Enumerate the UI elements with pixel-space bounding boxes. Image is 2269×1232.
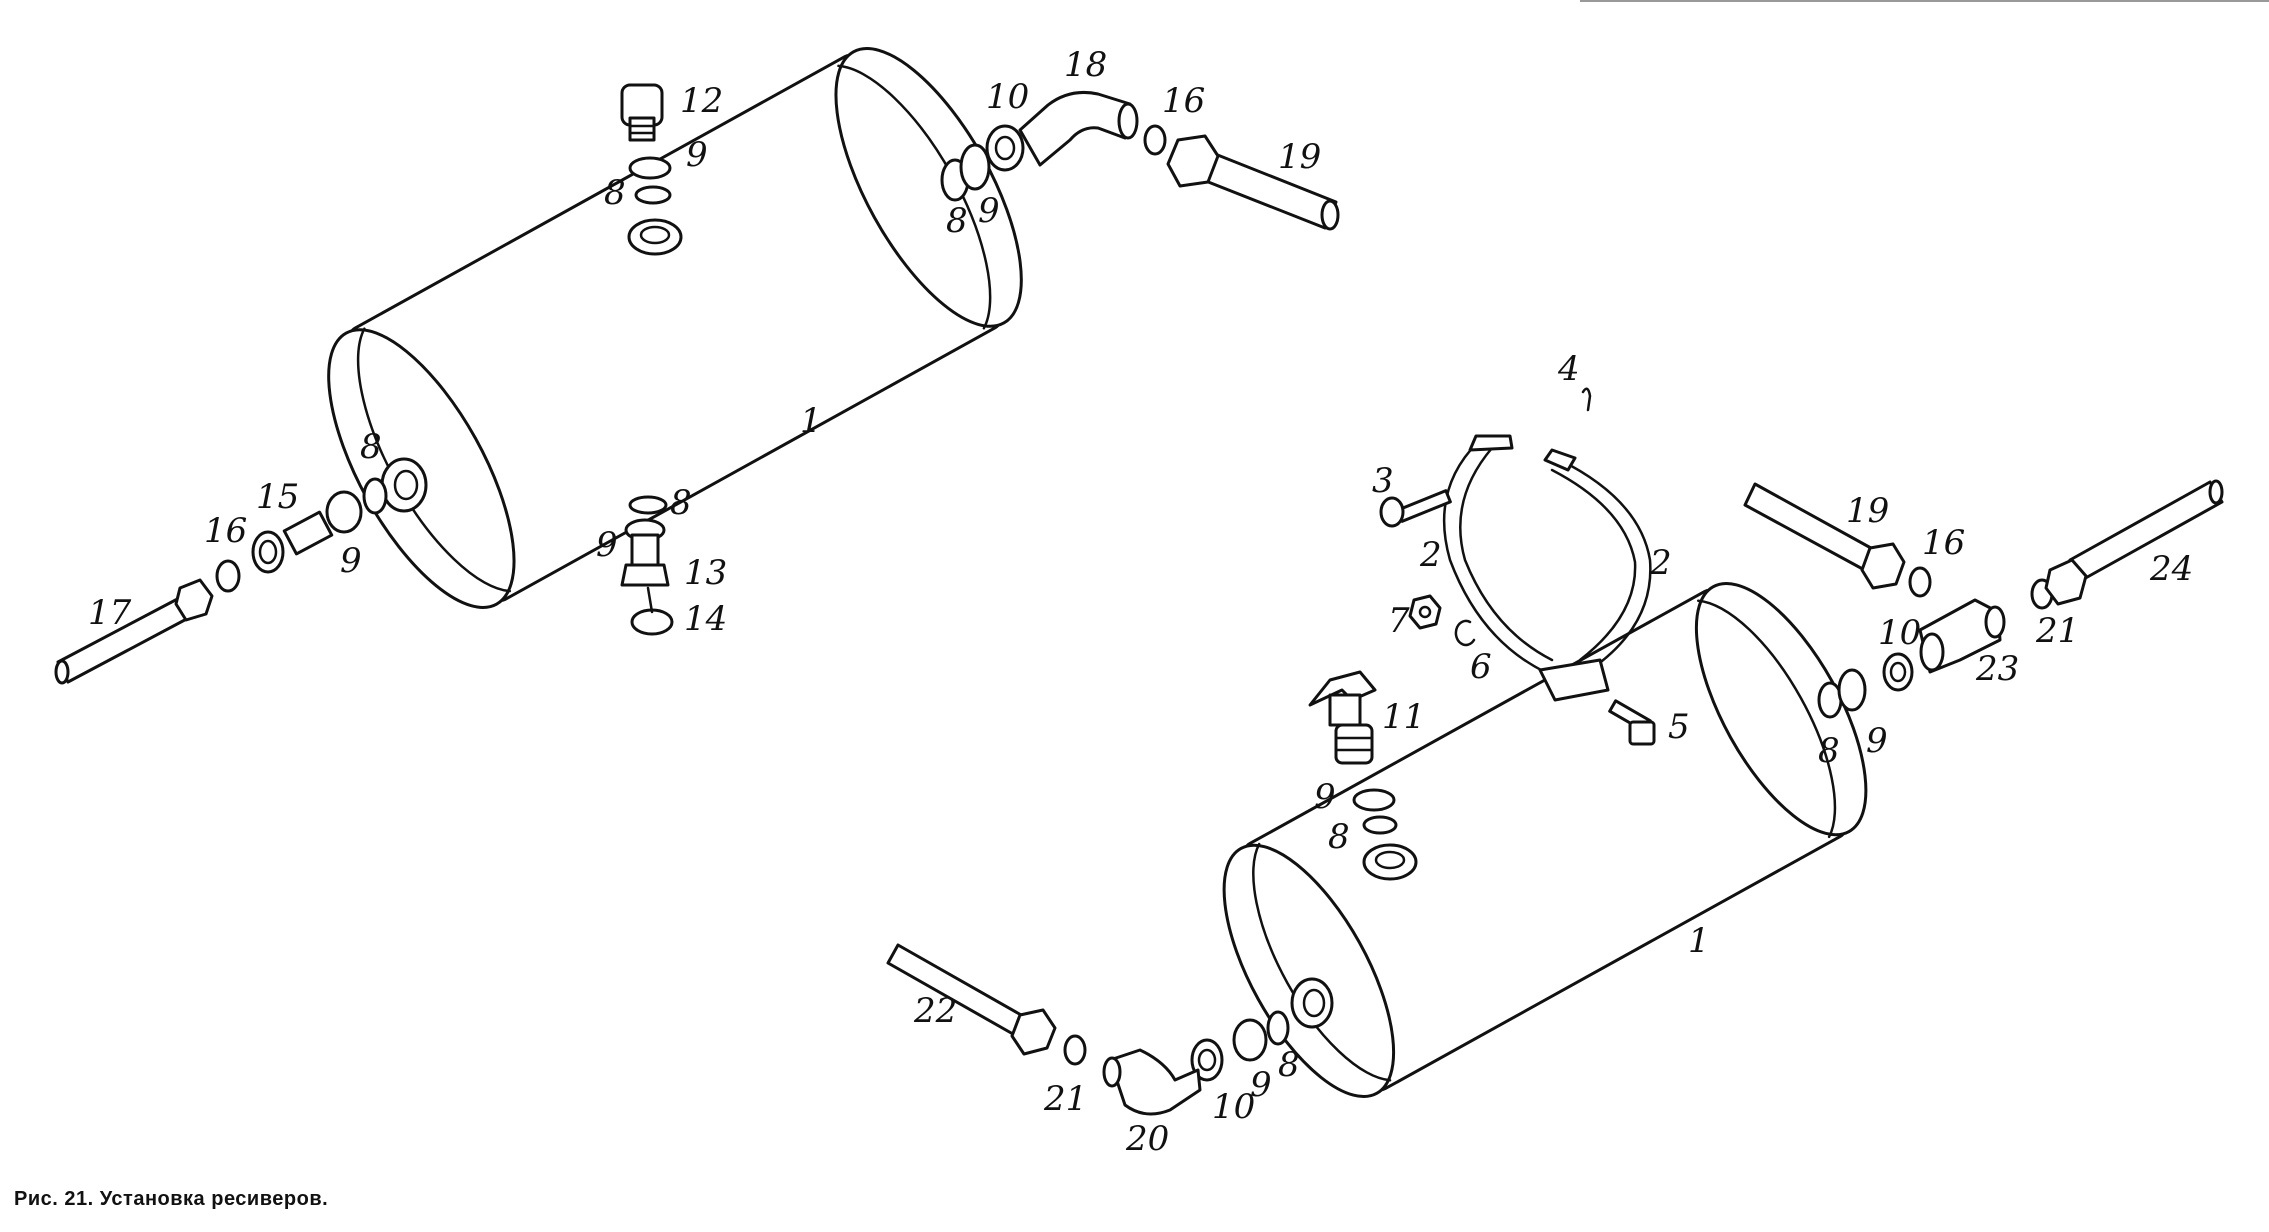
callout-10: 10 <box>1212 1087 1255 1127</box>
callout-16: 16 <box>1922 523 1965 563</box>
washer-8-bottom-2 <box>1266 1010 1290 1046</box>
callout-2: 2 <box>1649 543 1672 583</box>
ring-16-left <box>215 559 241 593</box>
washer-9-right-2 <box>1837 668 1867 712</box>
port-boss-left <box>380 457 428 513</box>
plug <box>620 83 664 142</box>
port-boss-top-2 <box>1362 843 1418 881</box>
callout-1: 1 <box>800 401 822 441</box>
callout-19: 19 <box>1278 137 1321 177</box>
ring-21-bottom <box>1063 1034 1087 1066</box>
callout-8: 8 <box>360 427 382 467</box>
washer-9-right <box>959 143 991 191</box>
callout-8: 8 <box>604 173 626 213</box>
callout-19: 19 <box>1846 491 1889 531</box>
callout-3: 3 <box>1372 461 1394 501</box>
port-boss-top <box>627 218 683 256</box>
callout-10: 10 <box>1878 613 1921 653</box>
callout-11: 11 <box>1382 697 1425 737</box>
pipe-24 <box>2044 479 2224 606</box>
washer-9-valve <box>1352 788 1396 812</box>
callout-24: 24 <box>2149 549 2193 589</box>
washer-6 <box>1454 619 1476 647</box>
callout-15: 15 <box>256 477 299 517</box>
callout-22: 22 <box>913 991 957 1031</box>
callout-5: 5 <box>1668 707 1690 747</box>
pipe-17 <box>54 578 214 685</box>
clamp-band-left <box>1442 434 1554 674</box>
callout-21: 21 <box>2035 611 2079 651</box>
callout-6: 6 <box>1470 647 1492 687</box>
callout-8: 8 <box>1818 731 1840 771</box>
clamp-band-right <box>1538 448 1652 702</box>
callout-18: 18 <box>1064 45 1107 85</box>
callout-12: 12 <box>680 81 723 121</box>
port-boss-left-2 <box>1290 977 1334 1029</box>
callout-4: 4 <box>1557 349 1580 389</box>
callout-9: 9 <box>340 541 362 581</box>
callout-16: 16 <box>204 511 247 551</box>
tee-fitting-23 <box>1918 598 2006 674</box>
pipe-22 <box>886 943 1057 1056</box>
callout-13: 13 <box>684 553 727 593</box>
nut-10-right <box>1882 652 1914 692</box>
pipe-19-top <box>1166 134 1340 231</box>
union-15 <box>251 510 334 574</box>
bolt-3 <box>1379 489 1452 528</box>
callout-9: 9 <box>1250 1065 1272 1105</box>
callout-14: 14 <box>684 599 727 639</box>
receiver-tank-bottom <box>1222 581 1868 1099</box>
elbow-fitting-20 <box>1102 1048 1202 1116</box>
callout-10: 10 <box>986 77 1029 117</box>
callout-9: 9 <box>596 525 618 565</box>
washer-8-left <box>362 477 388 515</box>
ring-14 <box>630 586 674 636</box>
callout-21: 21 <box>1043 1079 1087 1119</box>
callout-1: 1 <box>1688 921 1710 961</box>
drain-cock-11 <box>1308 670 1377 765</box>
callout-7: 7 <box>1388 601 1410 641</box>
callout-2: 2 <box>1419 535 1442 575</box>
callout-9: 9 <box>978 191 1000 231</box>
screw-5 <box>1608 699 1656 746</box>
washer-9-top <box>628 156 672 180</box>
callout-23: 23 <box>1975 649 2019 689</box>
ring-16-top <box>1143 124 1167 156</box>
callout-8: 8 <box>1328 817 1350 857</box>
callout-17: 17 <box>88 593 132 633</box>
callout-8: 8 <box>1278 1045 1300 1085</box>
nut-7 <box>1408 594 1442 630</box>
pipe-19-right <box>1743 482 1906 590</box>
callout-16: 16 <box>1162 81 1205 121</box>
callout-8: 8 <box>946 201 968 241</box>
nut-10-top <box>985 124 1025 172</box>
callout-8: 8 <box>670 483 692 523</box>
drain-valve-13 <box>620 533 670 587</box>
washer-9-bottom-2 <box>1232 1018 1268 1062</box>
callout-9: 9 <box>686 135 708 175</box>
ring-16-right <box>1908 566 1932 598</box>
washer-8-top <box>634 185 672 205</box>
cotter-pin-4 <box>1581 387 1592 412</box>
receiver-tank-top <box>327 47 1023 609</box>
callout-9: 9 <box>1866 721 1888 761</box>
figure-caption: Рис. 21. Установка ресиверов. <box>14 1188 329 1210</box>
callout-20: 20 <box>1125 1119 1169 1159</box>
washer-8-bottom <box>628 495 668 515</box>
washer-9-left <box>325 490 363 534</box>
elbow-fitting-18 <box>1018 90 1139 167</box>
callout-9: 9 <box>1314 777 1336 817</box>
washer-8-valve <box>1362 815 1398 835</box>
